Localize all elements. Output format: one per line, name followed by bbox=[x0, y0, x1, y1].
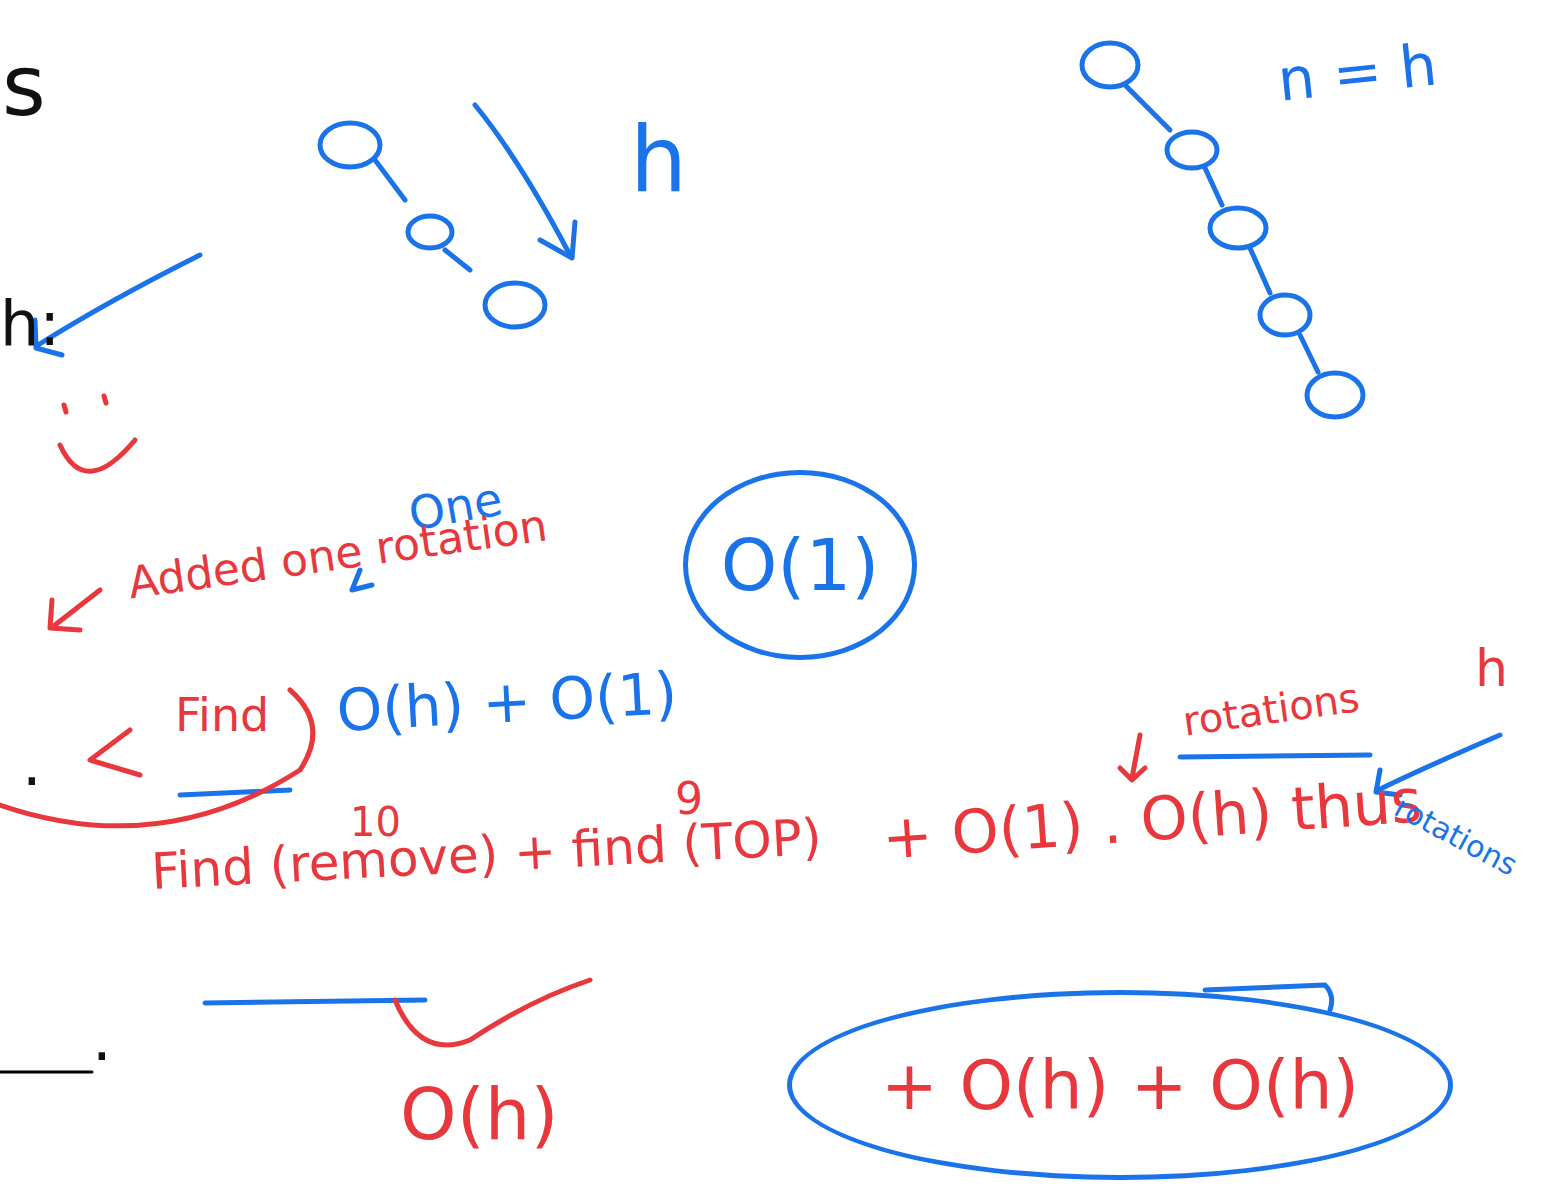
height-note: n = h bbox=[1275, 33, 1440, 113]
complexity-ellipse: + O(h) + O(h) bbox=[787, 990, 1453, 1180]
height-note: h bbox=[1475, 640, 1508, 697]
handwritten-note: Find bbox=[175, 690, 269, 741]
slide-fragment: . bbox=[92, 1005, 112, 1073]
handwritten-note: rotations bbox=[1180, 675, 1362, 743]
node-text: O(1) bbox=[721, 523, 880, 607]
height-note: h bbox=[630, 110, 687, 209]
complexity-note: O(h) bbox=[400, 1075, 558, 1154]
complexity-note: O(h) + O(1) bbox=[335, 662, 679, 744]
handwritten-note: Find (remove) + find (TOP) bbox=[150, 810, 823, 900]
handwritten-note: Added one rotation bbox=[125, 501, 550, 608]
slide-fragment: h: bbox=[0, 290, 60, 358]
slide-fragment: . bbox=[22, 730, 42, 798]
handwritten-note: rotations bbox=[1390, 790, 1523, 882]
complexity-circle: O(1) bbox=[683, 470, 917, 660]
node-text: + O(h) + O(h) bbox=[881, 1046, 1359, 1125]
slide-fragment: s bbox=[2, 40, 46, 132]
complexity-note: + O(1) . O(h) thus bbox=[880, 767, 1424, 871]
